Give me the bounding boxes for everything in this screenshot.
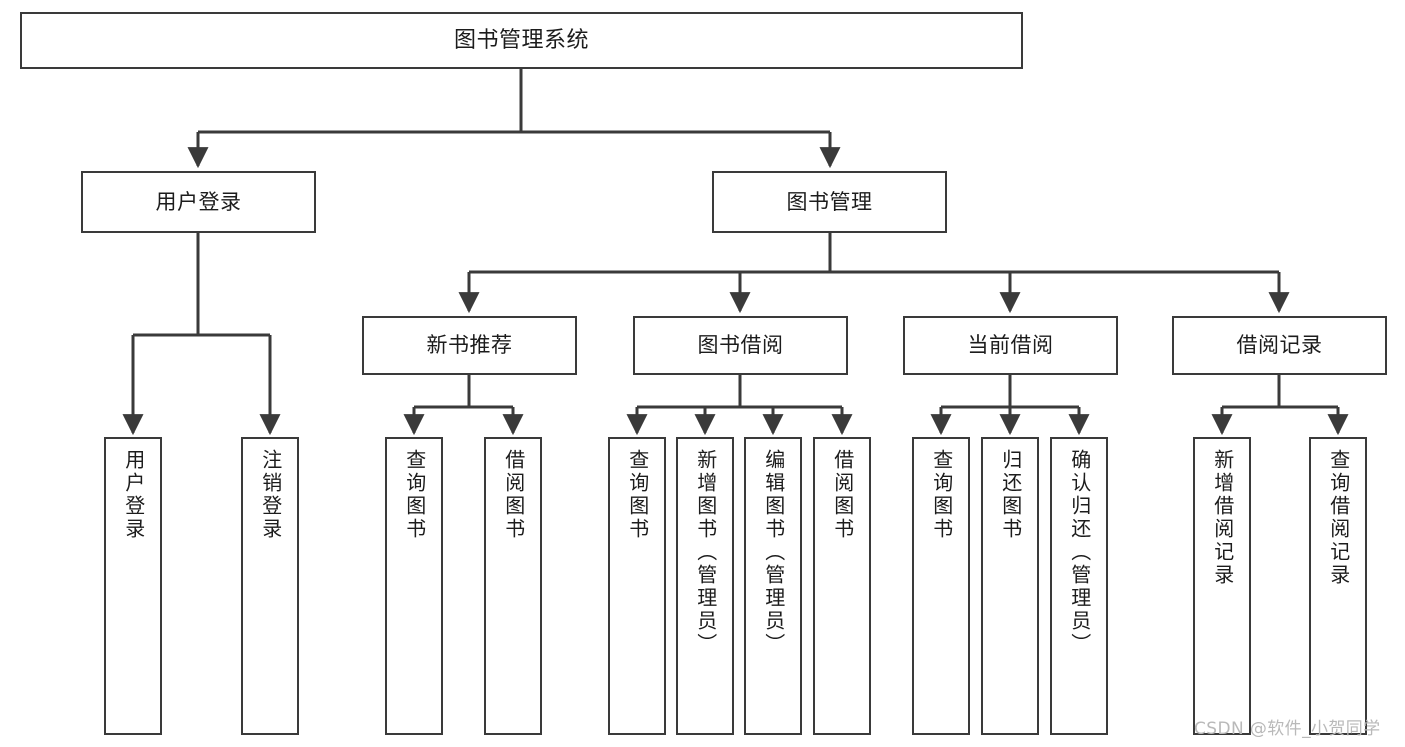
leaf-borrow-edit-book-admin[interactable]: 编辑图书（管理员） (744, 437, 802, 735)
leaf-current-return-book[interactable]: 归还图书 (981, 437, 1039, 735)
node-borrow-record[interactable]: 借阅记录 (1172, 316, 1387, 375)
node-label: 新增借阅记录 (1210, 449, 1235, 587)
leaf-recommend-query-book[interactable]: 查询图书 (385, 437, 443, 735)
node-user-login[interactable]: 用户登录 (81, 171, 316, 233)
node-label: 查询图书 (625, 449, 650, 541)
node-book-borrow[interactable]: 图书借阅 (633, 316, 848, 375)
node-label: 借阅记录 (1236, 333, 1323, 358)
leaf-borrow-borrow-book[interactable]: 借阅图书 (813, 437, 871, 735)
node-label: 新增图书（管理员） (693, 449, 718, 656)
leaf-record-add-record[interactable]: 新增借阅记录 (1193, 437, 1251, 735)
node-label: 借阅图书 (830, 449, 855, 541)
node-current-borrow[interactable]: 当前借阅 (903, 316, 1118, 375)
node-label: 查询图书 (402, 449, 427, 541)
leaf-current-confirm-return-admin[interactable]: 确认归还（管理员） (1050, 437, 1108, 735)
leaf-borrow-add-book-admin[interactable]: 新增图书（管理员） (676, 437, 734, 735)
leaf-user-login-login[interactable]: 用户登录 (104, 437, 162, 735)
leaf-recommend-borrow-book[interactable]: 借阅图书 (484, 437, 542, 735)
node-new-book-recommend[interactable]: 新书推荐 (362, 316, 577, 375)
node-label: 借阅图书 (501, 449, 526, 541)
node-book-management[interactable]: 图书管理 (712, 171, 947, 233)
node-label: 用户登录 (155, 189, 242, 214)
leaf-borrow-query-book[interactable]: 查询图书 (608, 437, 666, 735)
node-label: 归还图书 (998, 449, 1023, 541)
node-root-system[interactable]: 图书管理系统 (20, 12, 1023, 69)
node-label: 查询图书 (929, 449, 954, 541)
node-label: 用户登录 (121, 449, 146, 541)
node-label: 确认归还（管理员） (1067, 449, 1092, 656)
node-label: 图书借阅 (697, 333, 784, 358)
node-label: 查询借阅记录 (1326, 449, 1351, 587)
node-label: 编辑图书（管理员） (761, 449, 786, 656)
leaf-current-query-book[interactable]: 查询图书 (912, 437, 970, 735)
node-label: 当前借阅 (967, 333, 1054, 358)
node-label: 图书管理 (786, 189, 873, 214)
node-label: 新书推荐 (426, 333, 513, 358)
node-label: 图书管理系统 (453, 27, 589, 53)
leaf-record-query-record[interactable]: 查询借阅记录 (1309, 437, 1367, 735)
csdn-watermark: CSDN @软件_小贺同学 (1194, 719, 1381, 739)
node-label: 注销登录 (258, 449, 283, 541)
leaf-user-login-logout[interactable]: 注销登录 (241, 437, 299, 735)
